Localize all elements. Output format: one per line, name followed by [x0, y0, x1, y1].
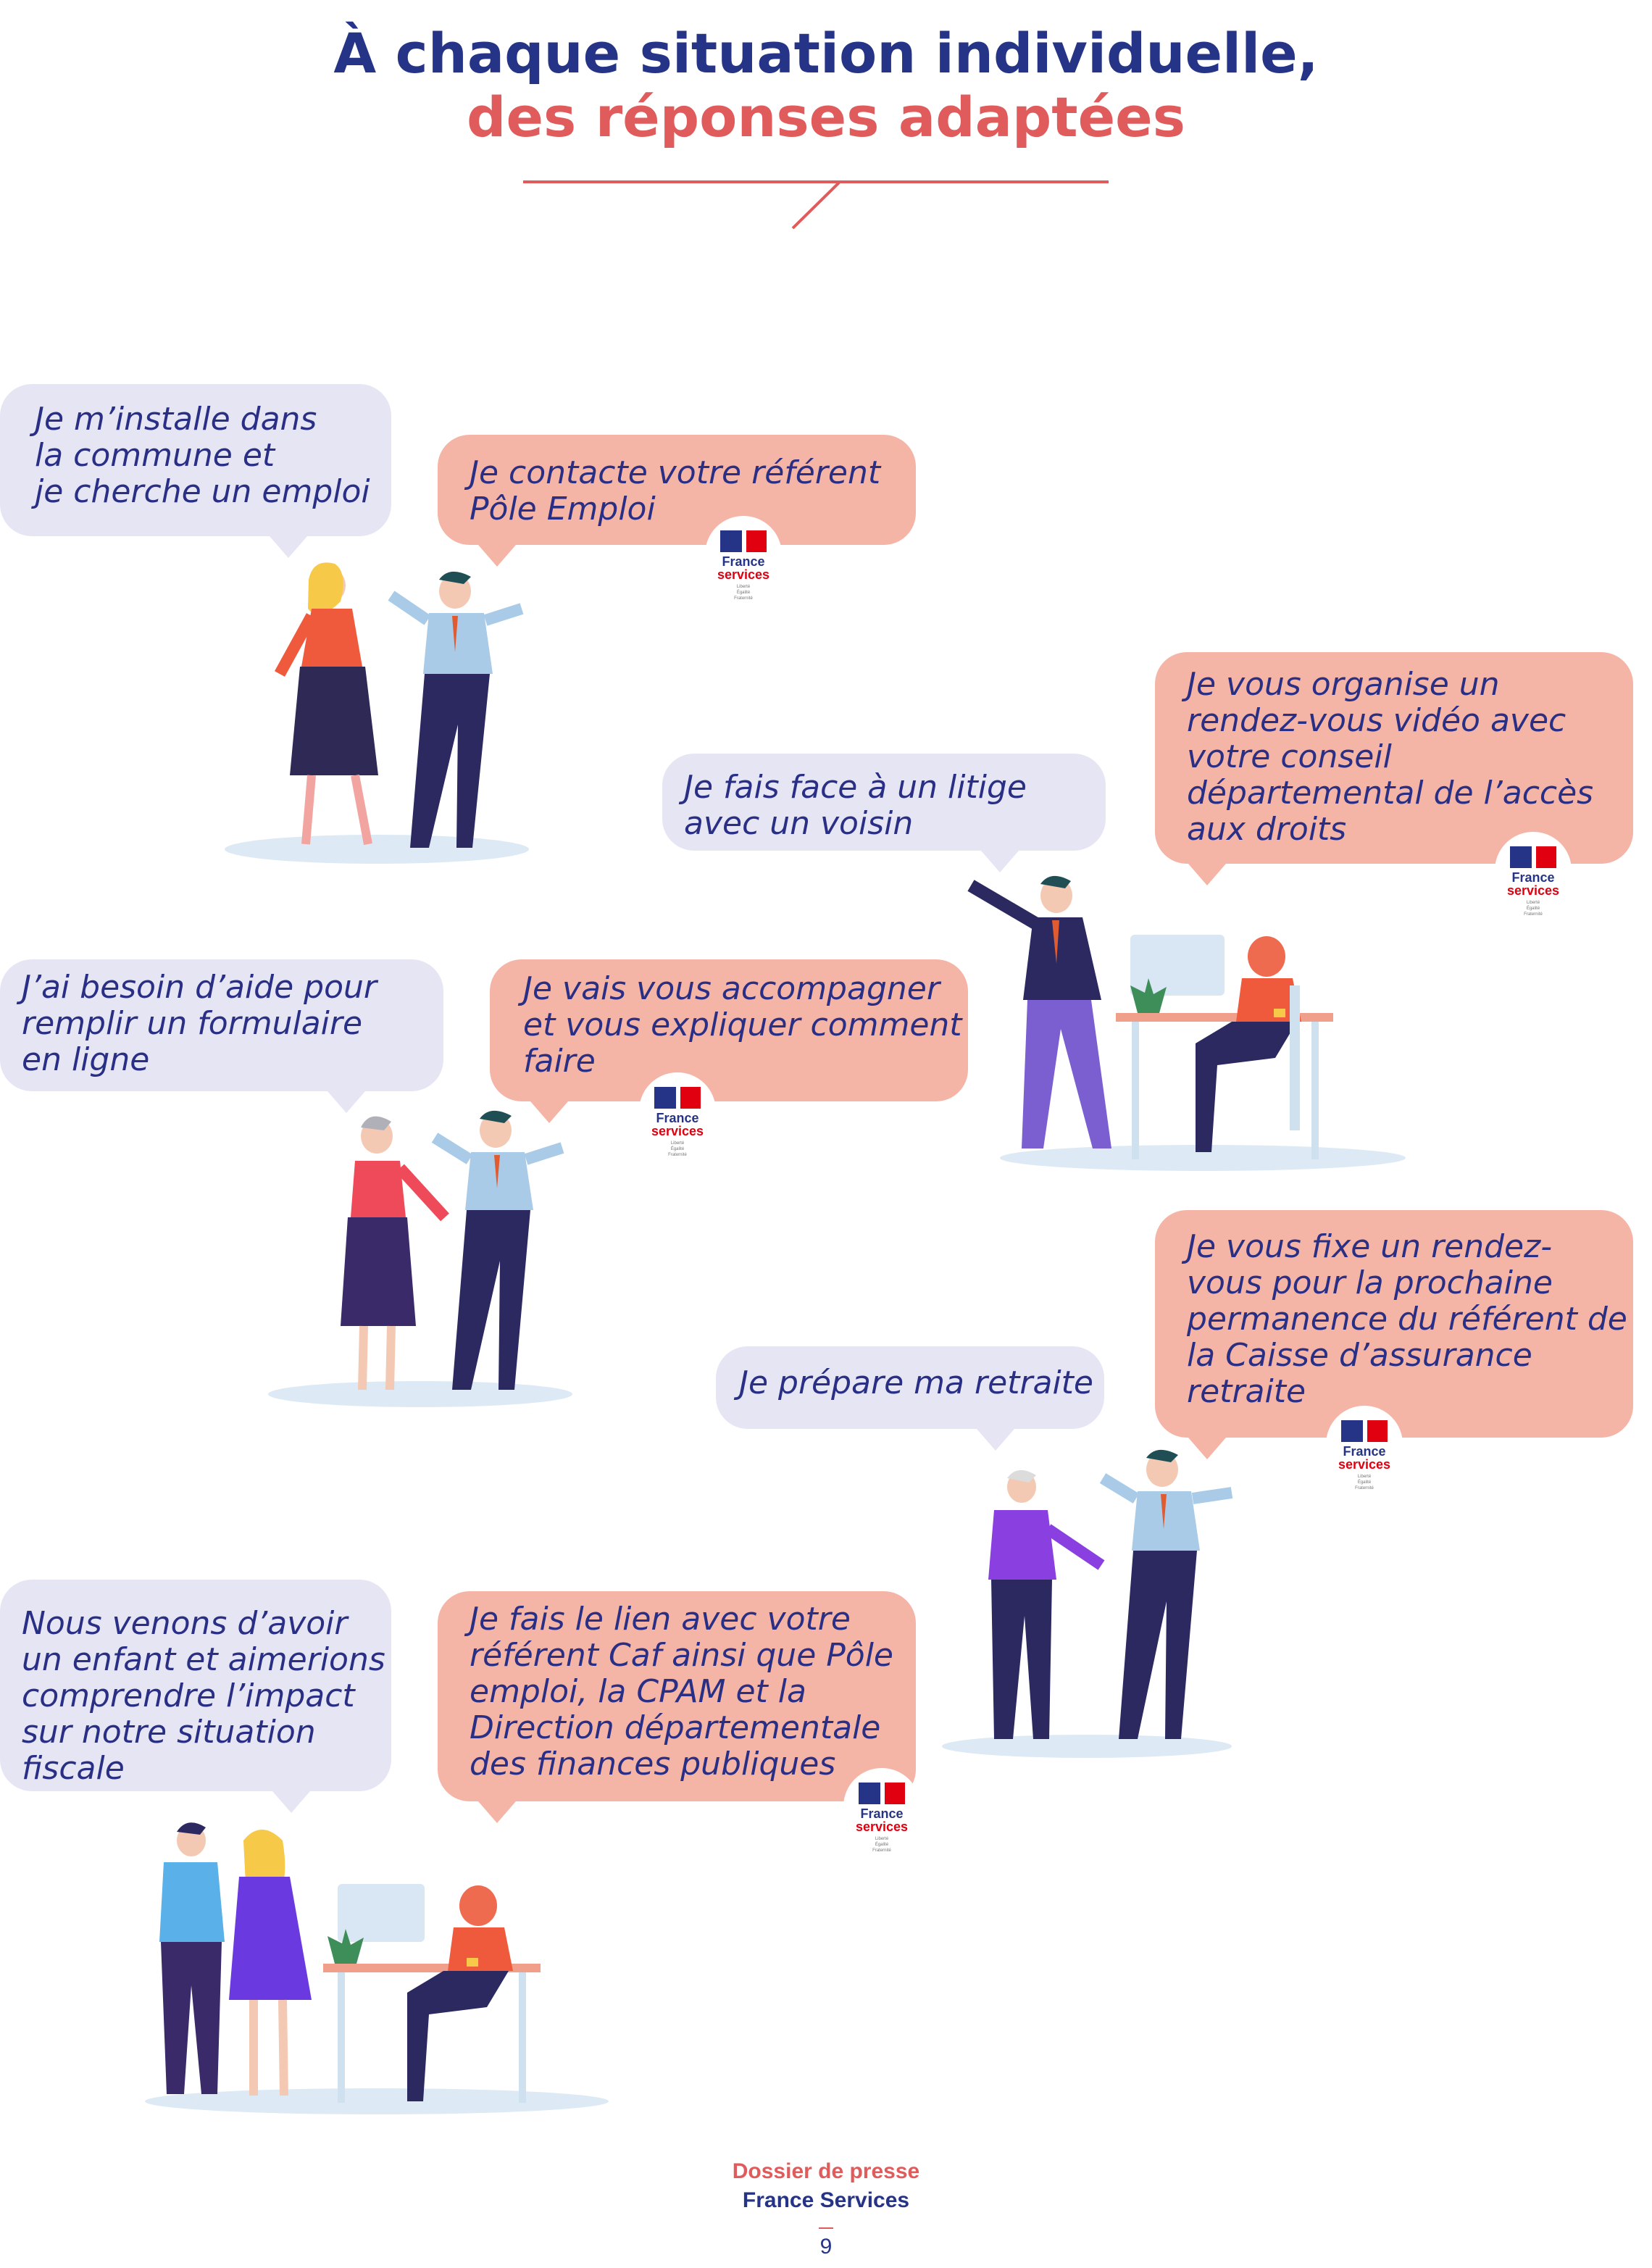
logo-text-france: France: [656, 1111, 699, 1125]
logo-motto: Liberté Égalité Fraternité: [734, 585, 753, 601]
agent-bubble-text: Je fais le lien avec votre référent Caf …: [470, 1601, 893, 1783]
agent-bubble-2: Je vous organise un rendez-vous vidéo av…: [1155, 652, 1633, 885]
badge-bg: [705, 516, 782, 593]
france-services-logo: France services Liberté Égalité Fraterni…: [838, 1775, 925, 1862]
client-bubble-1: Je m’installe dans la commune et je cher…: [0, 384, 391, 558]
logo-text-france: France: [1343, 1444, 1386, 1459]
badge-bg: [1326, 1406, 1403, 1483]
scene-1-illustration: [225, 562, 529, 864]
agent-bubble-text: Je vous organise un rendez-vous vidéo av…: [1187, 666, 1594, 848]
client-bubble-text: J’ai besoin d’aide pour remplir un formu…: [22, 969, 377, 1078]
scene-2-illustration: [967, 875, 1406, 1171]
agent-bubble-1: Je contacte votre référent Pôle Emploi: [438, 435, 916, 567]
france-services-logo: France services Liberté Égalité Fraterni…: [700, 523, 787, 610]
page-number-divider: [819, 2227, 833, 2229]
logo-text-services: services: [1338, 1457, 1391, 1472]
footer-dossier: Dossier de presse: [732, 2159, 920, 2183]
logo-motto: Liberté Égalité Fraternité: [872, 1837, 891, 1853]
client-bubble-text: Je prépare ma retraite: [739, 1364, 1093, 1401]
france-services-logo: France services Liberté Égalité Fraterni…: [1490, 839, 1577, 926]
client-bubble-5: Nous venons d’avoir un enfant et aimerio…: [0, 1580, 391, 1813]
footer-brand: France Services: [742, 2188, 910, 2212]
badge-bg: [1495, 832, 1572, 909]
logo-motto: Liberté Égalité Fraternité: [1355, 1475, 1374, 1491]
flag-icon: [720, 530, 767, 552]
logo-motto: Liberté Égalité Fraternité: [668, 1141, 687, 1157]
agent-bubble-3: Je vais vous accompagner et vous expliqu…: [490, 959, 968, 1123]
agent-bubble-4: Je vous fixe un rendez- vous pour la pro…: [1155, 1210, 1633, 1459]
flag-icon: [1341, 1420, 1388, 1442]
title-divider: [523, 180, 1109, 230]
client-bubble-text: Je m’installe dans la commune et je cher…: [35, 401, 370, 510]
logo-text-france: France: [860, 1806, 904, 1821]
france-services-logo: France services Liberté Égalité Fraterni…: [1321, 1413, 1408, 1500]
logo-text-france: France: [1511, 870, 1555, 885]
flag-icon: [859, 1783, 905, 1804]
page-title-line2: des réponses adaptées: [467, 85, 1185, 149]
client-bubble-4: Je prépare ma retraite: [716, 1346, 1104, 1451]
agent-bubble-text: Je contacte votre référent Pôle Emploi: [470, 454, 881, 528]
agent-bubble-text: Je vais vous accompagner et vous expliqu…: [523, 970, 962, 1080]
agent-bubble-5: Je fais le lien avec votre référent Caf …: [438, 1591, 916, 1823]
badge-bg: [639, 1072, 716, 1149]
logo-text-services: services: [717, 567, 770, 582]
logo-motto: Liberté Égalité Fraternité: [1524, 901, 1543, 917]
logo-text-services: services: [855, 1819, 909, 1834]
page-number: 9: [819, 2235, 833, 2259]
logo-text-france: France: [722, 554, 765, 569]
page-title-line1: À chaque situation individuelle,: [333, 21, 1319, 86]
client-bubble-text: Nous venons d’avoir un enfant et aimerio…: [22, 1605, 385, 1787]
scene-3-illustration: [268, 1110, 572, 1407]
logo-text-services: services: [1506, 883, 1560, 898]
logo-text-services: services: [651, 1124, 704, 1138]
scene-4-illustration: [942, 1449, 1233, 1758]
client-bubble-3: J’ai besoin d’aide pour remplir un formu…: [0, 959, 443, 1113]
badge-bg: [843, 1768, 920, 1845]
flag-icon: [654, 1087, 701, 1109]
flag-icon: [1510, 846, 1556, 868]
france-services-logo: France services Liberté Égalité Fraterni…: [634, 1080, 721, 1167]
client-bubble-2: Je fais face à un litige avec un voisin: [662, 754, 1106, 872]
agent-bubble-text: Je vous fixe un rendez- vous pour la pro…: [1187, 1228, 1627, 1410]
client-bubble-text: Je fais face à un litige avec un voisin: [684, 769, 1027, 842]
scene-5-illustration: [145, 1822, 609, 2114]
